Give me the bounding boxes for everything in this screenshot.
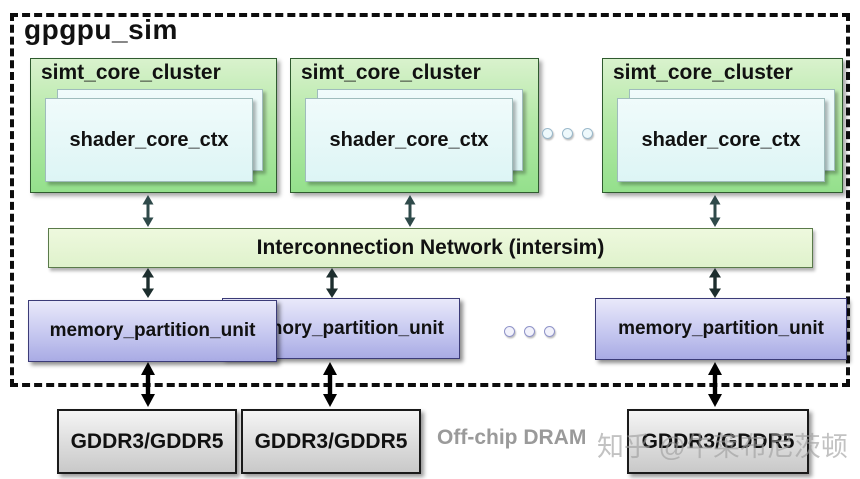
shader-core-ctx-box: shader_core_ctx [305, 98, 513, 182]
shader-core-ctx-box: shader_core_ctx [617, 98, 825, 182]
dram-chip-1: GDDR3/GDDR5 [57, 409, 237, 474]
ellipsis-dot [524, 326, 535, 337]
memory-partition-unit-3: memory_partition_unit [595, 298, 847, 360]
ellipsis-dot [562, 128, 573, 139]
cluster-label: simt_core_cluster [41, 61, 221, 84]
simt-core-cluster-2: simt_core_cluster shader_core_ctx [290, 58, 539, 193]
ellipsis-dot [544, 326, 555, 337]
simt-core-cluster-3: simt_core_cluster shader_core_ctx [602, 58, 843, 193]
offchip-dram-label: Off-chip DRAM [437, 426, 587, 449]
cluster-ellipsis-icon [542, 128, 593, 139]
memory-ellipsis-icon [504, 326, 555, 337]
simt-core-cluster-1: simt_core_cluster shader_core_ctx [30, 58, 277, 193]
zhihu-watermark: 知乎 @牛莱布尼茨顿 [597, 432, 848, 462]
gpgpu-sim-boundary [10, 13, 850, 387]
cluster-label: simt_core_cluster [613, 61, 793, 84]
dram-chip-3: GDDR3/GDDR5 [627, 409, 809, 474]
ellipsis-dot [504, 326, 515, 337]
dram-chip-2: GDDR3/GDDR5 [241, 409, 421, 474]
ellipsis-dot [542, 128, 553, 139]
diagram-title: gpgpu_sim [24, 14, 178, 45]
ellipsis-dot [582, 128, 593, 139]
cluster-label: simt_core_cluster [301, 61, 481, 84]
shader-core-ctx-box: shader_core_ctx [45, 98, 253, 182]
interconnection-network-bar: Interconnection Network (intersim) [48, 228, 813, 268]
memory-partition-unit-1: memory_partition_unit [28, 300, 277, 362]
